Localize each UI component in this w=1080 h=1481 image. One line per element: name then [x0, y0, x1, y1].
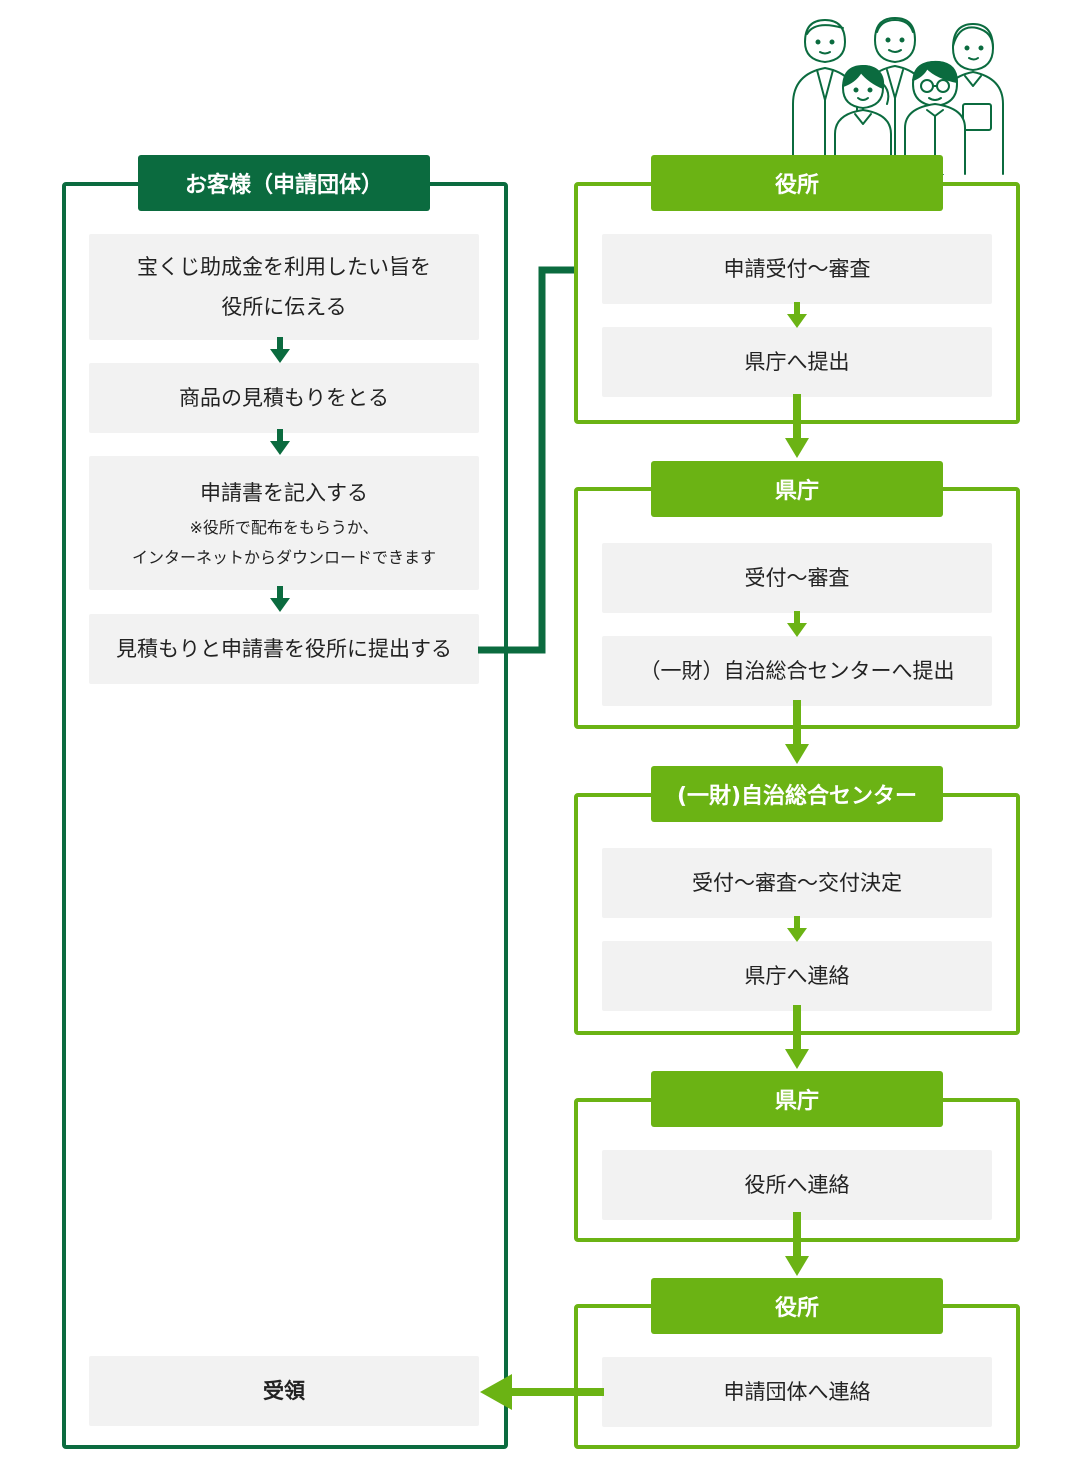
center-step-decision: 受付〜審査〜交付決定 — [602, 848, 992, 918]
customer-step-5: 受領 — [89, 1356, 479, 1426]
office-step-submit-prefecture-label: 県庁へ提出 — [744, 350, 850, 374]
office-header-2: 役所 — [651, 1278, 943, 1334]
prefecture-step-submit-center-label: （一財）自治総合センターへ提出 — [639, 659, 955, 683]
prefecture-step-receive: 受付〜審査 — [602, 543, 992, 613]
customer-header: お客様（申請団体） — [138, 155, 430, 211]
prefecture-step-notify-office-label: 役所へ連絡 — [744, 1173, 850, 1197]
center-header-label: (一財)自治総合センター — [676, 784, 918, 809]
customer-step-2-line-1: 商品の見積もりをとる — [179, 386, 389, 410]
customer-step-3-note-2: インターネットからダウンロードできます — [131, 548, 436, 567]
customer-step-3-line-1: 申請書を記入する — [200, 481, 368, 505]
down-arrow-icon — [270, 337, 290, 363]
down-arrow-icon — [787, 302, 807, 328]
prefecture-header-2: 県庁 — [651, 1071, 943, 1127]
down-arrow-icon — [787, 916, 807, 942]
customer-step-5-line-1: 受領 — [263, 1379, 305, 1403]
center-header: (一財)自治総合センター — [651, 766, 943, 822]
customer-step-3: 申請書を記入する ※役所で配布をもらうか、 インターネットからダウンロードできま… — [89, 456, 479, 590]
customer-step-3-note-1: ※役所で配布をもらうか、 — [189, 518, 379, 537]
prefecture-step-receive-label: 受付〜審査 — [744, 566, 850, 590]
down-arrow-icon — [270, 586, 290, 612]
customer-step-1-line-2: 役所に伝える — [221, 295, 347, 319]
office-step-receive: 申請受付〜審査 — [602, 234, 992, 304]
people-illustration — [792, 17, 1004, 175]
down-arrow-icon — [270, 429, 290, 455]
customer-step-1-line-1: 宝くじ助成金を利用したい旨を — [137, 255, 431, 279]
down-arrow-icon — [785, 700, 809, 764]
customer-step-4: 見積もりと申請書を役所に提出する — [89, 614, 479, 684]
office-step-notify-applicant: 申請団体へ連絡 — [602, 1357, 992, 1427]
office-step-notify-applicant-label: 申請団体へ連絡 — [723, 1380, 871, 1404]
left-arrow-icon — [480, 1374, 604, 1410]
customer-step-1: 宝くじ助成金を利用したい旨を 役所に伝える — [89, 234, 479, 340]
down-arrow-icon — [785, 394, 809, 458]
down-arrow-icon — [787, 611, 807, 637]
office-step-submit-prefecture: 県庁へ提出 — [602, 327, 992, 397]
down-arrow-icon — [785, 1212, 809, 1276]
office-header-2-label: 役所 — [774, 1296, 819, 1321]
down-arrow-icon — [785, 1005, 809, 1069]
prefecture-header-1: 県庁 — [651, 461, 943, 517]
customer-header-label: お客様（申請団体） — [184, 173, 383, 198]
customer-step-4-line-1: 見積もりと申請書を役所に提出する — [116, 637, 452, 661]
prefecture-step-notify-office: 役所へ連絡 — [602, 1150, 992, 1220]
office-header-1: 役所 — [651, 155, 943, 211]
prefecture-step-submit-center: （一財）自治総合センターへ提出 — [602, 636, 992, 706]
office-step-receive-label: 申請受付〜審査 — [723, 257, 871, 281]
prefecture-header-1-label: 県庁 — [774, 479, 819, 504]
office-header-1-label: 役所 — [774, 173, 819, 198]
center-step-notify-prefecture: 県庁へ連絡 — [602, 941, 992, 1011]
center-step-notify-prefecture-label: 県庁へ連絡 — [744, 964, 850, 988]
center-step-decision-label: 受付〜審査〜交付決定 — [692, 871, 902, 895]
customer-step-2: 商品の見積もりをとる — [89, 363, 479, 433]
prefecture-header-2-label: 県庁 — [774, 1089, 819, 1114]
